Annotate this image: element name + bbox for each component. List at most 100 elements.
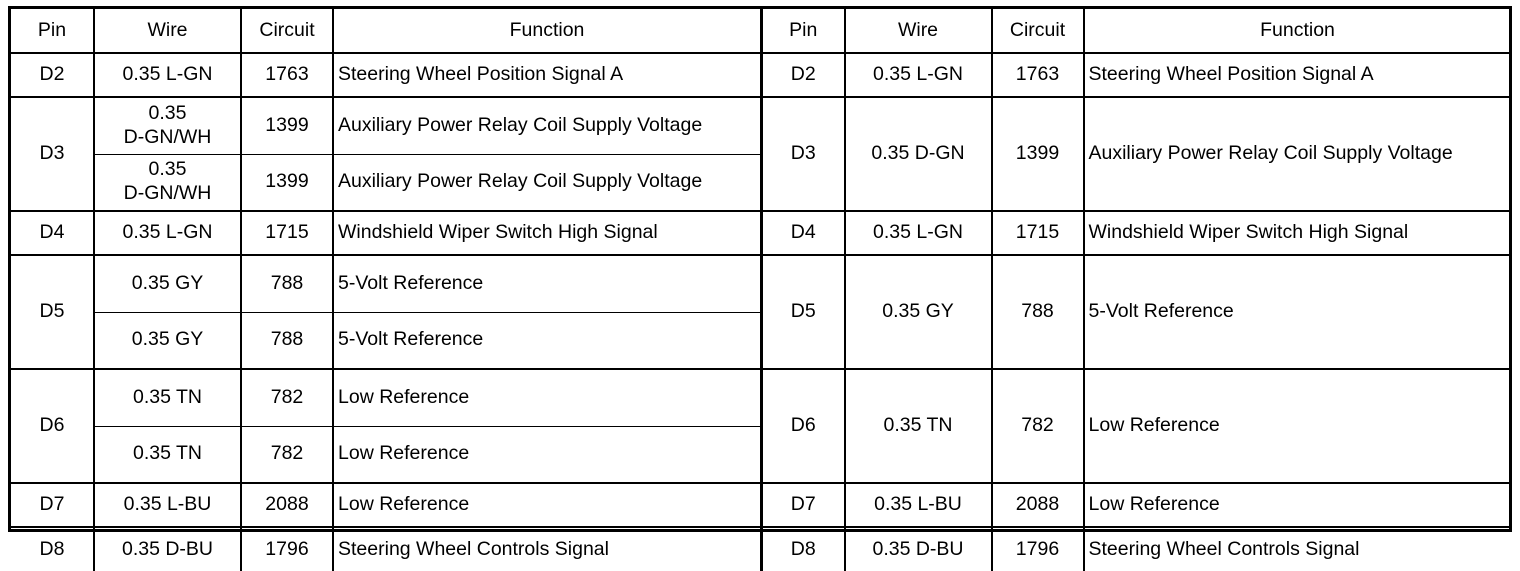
cell-wire: 0.35 L-GN — [843, 210, 993, 256]
cell-pin: D4 — [11, 210, 95, 256]
cell-function: Auxiliary Power Relay Coil Supply Voltag… — [332, 153, 760, 212]
cell-circuit: 782 — [990, 368, 1085, 484]
cell-pin: D7 — [11, 482, 95, 528]
cell-wire: 0.35 L-BU — [93, 482, 242, 528]
wire-line: 0.35 L-GN — [873, 63, 963, 86]
cell-function: Low Reference — [332, 368, 760, 427]
cell-wire: 0.35 L-GN — [93, 52, 242, 98]
cell-function: Auxiliary Power Relay Coil Supply Voltag… — [1082, 96, 1511, 212]
cell-wire: 0.35 L-GN — [843, 52, 993, 98]
cell-pin: D8 — [11, 526, 95, 571]
column-header-pin: Pin — [11, 9, 95, 54]
cell-pin: D5 — [761, 254, 846, 370]
cell-function: 5-Volt Reference — [1082, 254, 1511, 370]
cell-wire: 0.35 TN — [94, 425, 242, 484]
wire-line: 0.35 — [148, 158, 187, 181]
column-header-pin: Pin — [761, 9, 846, 54]
wire-line: 0.35 L-GN — [122, 221, 213, 244]
wire-line: D-GN/WH — [123, 125, 212, 148]
cell-function: Low Reference — [332, 482, 760, 528]
cell-function: Low Reference — [332, 425, 760, 484]
header-row: Pin Wire Circuit Function — [761, 9, 1511, 54]
column-header-wire: Wire — [843, 9, 993, 54]
cell-circuit: 1715 — [240, 210, 334, 256]
cell-function: Steering Wheel Position Signal A — [1082, 52, 1511, 98]
wire-line: 0.35 D-BU — [121, 537, 214, 560]
cell-wire: 0.35 TN — [93, 368, 242, 427]
cell-wire: 0.35 L-GN — [93, 210, 242, 256]
cell-circuit: 788 — [240, 254, 334, 313]
cell-circuit: 1796 — [240, 526, 334, 571]
cell-function: Auxiliary Power Relay Coil Supply Voltag… — [332, 96, 760, 155]
wire-line: 0.35 GY — [882, 300, 954, 323]
document-sheet: Pin Wire Circuit Function D2 0.35 L-GN 176… — [8, 6, 1512, 571]
cell-circuit: 1399 — [990, 96, 1085, 212]
column-header-wire: Wire — [93, 9, 242, 54]
cell-circuit: 1763 — [990, 52, 1085, 98]
cell-circuit: 1399 — [240, 153, 334, 212]
wire-line: 0.35 D-GN — [871, 142, 965, 165]
cell-function: Windshield Wiper Switch High Signal — [332, 210, 760, 256]
cell-circuit: 2088 — [990, 482, 1085, 528]
cell-function: Low Reference — [1082, 368, 1511, 484]
cell-wire: 0.35 GY — [843, 254, 993, 370]
cell-circuit: 2088 — [240, 482, 334, 528]
wire-line: 0.35 GY — [131, 328, 204, 351]
cell-wire: 0.35 GY — [93, 254, 242, 313]
wire-line: D-GN/WH — [123, 182, 212, 205]
cell-pin: D8 — [761, 526, 846, 571]
cell-pin: D2 — [761, 52, 846, 98]
cell-circuit: 1715 — [990, 210, 1085, 256]
wire-line: 0.35 L-GN — [122, 63, 213, 86]
header-row: Pin Wire Circuit Function — [11, 9, 760, 54]
cell-function: Steering Wheel Position Signal A — [332, 52, 760, 98]
table-header-left: Pin Wire Circuit Function — [11, 9, 760, 54]
cell-function: Steering Wheel Controls Signal — [332, 526, 760, 571]
cell-pin: D6 — [761, 368, 846, 484]
wire-line: 0.35 L-BU — [874, 493, 962, 516]
cell-circuit: 782 — [240, 368, 334, 427]
column-header-function: Function — [1082, 9, 1511, 54]
cell-function: 5-Volt Reference — [332, 311, 760, 370]
cell-pin: D2 — [11, 52, 95, 98]
cell-pin: D4 — [761, 210, 846, 256]
wire-line: 0.35 TN — [132, 442, 202, 465]
cell-pin: D3 — [761, 96, 846, 212]
wire-line: 0.35 TN — [883, 414, 953, 437]
pinout-table-right: Pin Wire Circuit Function D2 0.35 L-GN 176… — [760, 9, 1511, 571]
column-header-circuit: Circuit — [990, 9, 1085, 54]
wire-line: 0.35 L-GN — [873, 221, 963, 244]
wire-line: 0.35 TN — [132, 385, 202, 408]
cell-circuit: 1399 — [240, 96, 334, 155]
cell-wire: 0.35 GY — [94, 311, 242, 370]
cell-circuit: 788 — [240, 311, 334, 370]
cell-circuit: 1763 — [240, 52, 334, 98]
cell-function: Low Reference — [1082, 482, 1511, 528]
cell-circuit: 1796 — [990, 526, 1085, 571]
cell-function: Windshield Wiper Switch High Signal — [1082, 210, 1511, 256]
cell-pin: D6 — [11, 368, 95, 484]
cell-wire: 0.35 TN — [843, 368, 993, 484]
cell-circuit: 788 — [990, 254, 1085, 370]
cell-circuit: 782 — [240, 425, 334, 484]
cell-pin: D3 — [11, 96, 95, 212]
cell-pin: D5 — [11, 254, 95, 370]
